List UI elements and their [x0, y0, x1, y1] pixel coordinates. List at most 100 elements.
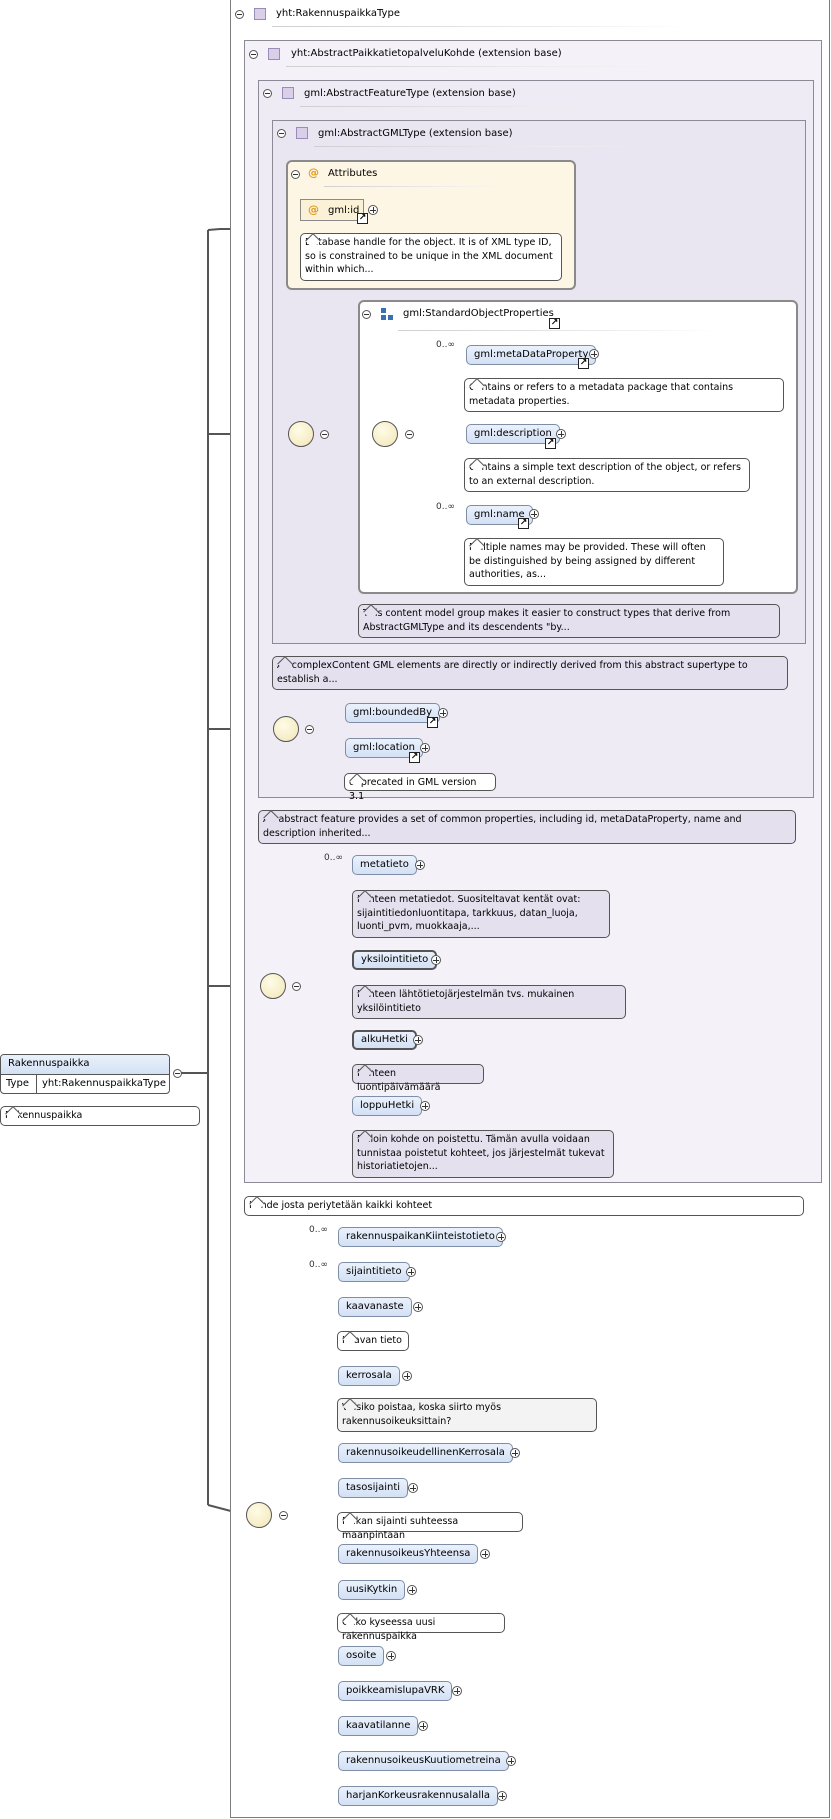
sequence-compositor-icon[interactable] — [273, 716, 299, 742]
sop-doc: This content model group makes it easier… — [358, 604, 780, 638]
type-box-title: yht:RakennuspaikkaType — [276, 8, 400, 19]
sijaintitieto-element[interactable]: sijaintitieto — [338, 1262, 410, 1282]
root-element-rakennuspaikka[interactable]: Rakennuspaikka Type yht:RakennuspaikkaTy… — [0, 1054, 170, 1094]
collapse-toggle[interactable] — [173, 1069, 182, 1078]
reference-link-icon[interactable]: ↗ — [578, 358, 589, 369]
gml-description-doc: Contains a simple text description of th… — [464, 458, 750, 492]
sop-title: gml:StandardObjectProperties — [403, 308, 554, 319]
expand-icon[interactable] — [529, 509, 539, 519]
alkuhetki-element[interactable]: alkuHetki — [352, 1030, 417, 1050]
kaavanaste-element[interactable]: kaavanaste — [338, 1297, 412, 1317]
gml-boundedby-element[interactable]: gml:boundedBy — [345, 703, 441, 723]
expand-icon[interactable] — [510, 1448, 520, 1458]
root-element-name: Rakennuspaikka — [1, 1055, 169, 1075]
expand-icon[interactable] — [496, 1232, 506, 1242]
cardinality-label: 0..∞ — [324, 853, 343, 863]
reference-link-icon[interactable]: ↗ — [357, 213, 368, 224]
kerrosala-element[interactable]: kerrosala — [338, 1366, 400, 1386]
abstract-paikka-title: yht:AbstractPaikkatietopalveluKohde (ext… — [291, 48, 562, 59]
expand-icon[interactable] — [413, 1035, 423, 1045]
collapse-toggle[interactable] — [320, 430, 329, 439]
rakennusoikeudellinenkerrosala-element[interactable]: rakennusoikeudellinenKerrosala — [338, 1443, 513, 1463]
kerrosala-doc: Voisiko poistaa, koska siirto myös raken… — [337, 1398, 597, 1432]
expand-icon[interactable] — [438, 708, 448, 718]
sequence-compositor-icon[interactable] — [246, 1502, 272, 1528]
abstract-gml-doc: All complexContent GML elements are dire… — [272, 656, 788, 690]
collapse-toggle[interactable] — [249, 50, 258, 59]
complex-type-icon — [254, 8, 266, 20]
rakennusoikeuskuutiometreina-element[interactable]: rakennusoikeusKuutiometreina — [338, 1751, 509, 1771]
expand-icon[interactable] — [418, 1721, 428, 1731]
reference-link-icon[interactable]: ↗ — [427, 717, 438, 728]
collapse-toggle[interactable] — [292, 982, 301, 991]
reference-link-icon[interactable]: ↗ — [518, 518, 529, 529]
reference-link-icon[interactable]: ↗ — [549, 318, 560, 329]
gml-metadataproperty-doc: Contains or refers to a metadata package… — [464, 378, 784, 412]
attributes-title: Attributes — [328, 168, 378, 179]
uusikytkin-doc: Onko kyseessa uusi rakennuspaikka — [337, 1613, 505, 1642]
gml-id-attribute[interactable] — [300, 199, 364, 221]
uusikytkin-element[interactable]: uusiKytkin — [338, 1580, 406, 1600]
complex-type-icon — [282, 87, 294, 99]
tasosijainti-element[interactable]: tasosijainti — [338, 1478, 409, 1498]
rakennuspaikankiinteistotieto-element[interactable]: rakennuspaikanKiinteistotieto — [338, 1227, 503, 1247]
collapse-toggle[interactable] — [362, 310, 371, 319]
gml-id-label: gml:id — [328, 205, 360, 216]
cardinality-label: 0..∞ — [436, 502, 455, 512]
expand-icon[interactable] — [407, 1585, 417, 1595]
expand-icon[interactable] — [368, 205, 378, 215]
root-type-label: Type — [1, 1075, 37, 1093]
yksilointitieto-doc: Kohteen lähtötietojärjestelmän tvs. muka… — [352, 985, 626, 1019]
type-box-doc: Kohde josta periytetään kaikki kohteet — [244, 1196, 804, 1216]
root-type-value: yht:RakennuspaikkaType — [42, 1078, 166, 1089]
complex-type-icon — [296, 127, 308, 139]
metatieto-doc: Kohteen metatiedot. Suositeltavat kentät… — [352, 890, 610, 938]
root-doc: Rakennuspaikka — [0, 1106, 200, 1126]
expand-icon[interactable] — [413, 1302, 423, 1312]
group-icon — [381, 308, 393, 320]
expand-icon[interactable] — [402, 1371, 412, 1381]
expand-icon[interactable] — [408, 1483, 418, 1493]
harjankorkeusrakennusalalla-element[interactable]: harjanKorkeusrakennusalalla — [338, 1786, 499, 1806]
collapse-toggle[interactable] — [279, 1511, 288, 1520]
sequence-compositor-icon[interactable] — [288, 421, 314, 447]
expand-icon[interactable] — [506, 1756, 516, 1766]
collapse-toggle[interactable] — [305, 725, 314, 734]
collapse-toggle[interactable] — [405, 430, 414, 439]
expand-icon[interactable] — [420, 743, 430, 753]
complex-type-icon — [268, 48, 280, 60]
expand-icon[interactable] — [480, 1549, 490, 1559]
gml-id-doc: Database handle for the object. It is of… — [300, 233, 562, 281]
yksilointitieto-element[interactable]: yksilointitieto — [352, 950, 438, 970]
collapse-toggle[interactable] — [277, 129, 286, 138]
reference-link-icon[interactable]: ↗ — [545, 438, 556, 449]
expand-icon[interactable] — [386, 1651, 396, 1661]
expand-icon[interactable] — [452, 1686, 462, 1696]
sequence-compositor-icon[interactable] — [260, 973, 286, 999]
expand-icon[interactable] — [420, 1101, 430, 1111]
sequence-compositor-icon[interactable] — [372, 421, 398, 447]
expand-icon[interactable] — [589, 349, 599, 359]
gml-description-element[interactable]: gml:description — [466, 424, 560, 444]
gml-location-doc: deprecated in GML version 3.1 — [344, 773, 496, 802]
rakennusoikeusyhteensa-element[interactable]: rakennusoikeusYhteensa — [338, 1544, 479, 1564]
kaavanaste-doc: Kaavan tieto — [337, 1331, 409, 1351]
expand-icon[interactable] — [556, 429, 566, 439]
abstract-feature-doc: An abstract feature provides a set of co… — [258, 810, 796, 844]
poikkeamislupavrk-element[interactable]: poikkeamislupaVRK — [338, 1681, 453, 1701]
reference-link-icon[interactable]: ↗ — [409, 752, 420, 763]
expand-icon[interactable] — [431, 955, 441, 965]
collapse-toggle[interactable] — [263, 89, 272, 98]
collapse-toggle[interactable] — [235, 10, 244, 19]
expand-icon[interactable] — [406, 1267, 416, 1277]
loppuhetki-doc: Milloin kohde on poistettu. Tämän avulla… — [352, 1130, 614, 1178]
loppuhetki-element[interactable]: loppuHetki — [352, 1096, 423, 1116]
osoite-element[interactable]: osoite — [338, 1646, 385, 1666]
collapse-toggle[interactable] — [291, 170, 300, 179]
kaavatilanne-element[interactable]: kaavatilanne — [338, 1716, 419, 1736]
abstract-gml-title: gml:AbstractGMLType (extension base) — [318, 128, 513, 139]
expand-icon[interactable] — [415, 860, 425, 870]
metatieto-element[interactable]: metatieto — [352, 855, 417, 875]
gml-metadataproperty-element[interactable]: gml:metaDataProperty — [466, 345, 597, 365]
expand-icon[interactable] — [497, 1791, 507, 1801]
